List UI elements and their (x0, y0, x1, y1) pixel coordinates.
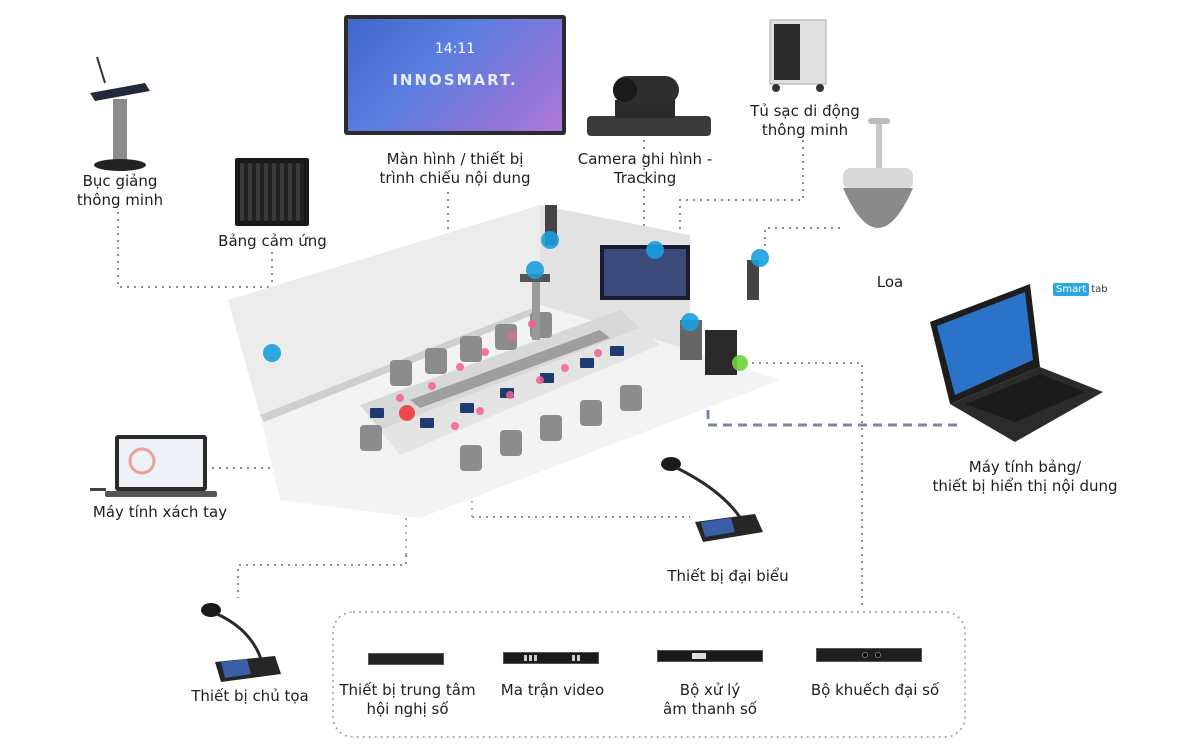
room-charging-cabinet (680, 320, 702, 360)
marker-delegates (396, 320, 602, 430)
conference-room-illustration (228, 205, 780, 518)
video-matrix-image (503, 652, 599, 664)
right-wall-speaker (747, 260, 759, 300)
conference-central-unit-image (368, 653, 444, 665)
display-clock: 14:11 (434, 41, 476, 57)
marker-touch-panel (263, 344, 281, 362)
speaker-label: Loa (876, 273, 904, 291)
table-laptops (370, 346, 624, 428)
marker-rack (732, 355, 748, 371)
marker-podium (526, 261, 544, 279)
delegate-unit-image (661, 457, 763, 542)
display-brand: INNOSMART. (392, 71, 518, 89)
charging-cabinet-label: Tủ sạc di động thông minh (750, 102, 860, 139)
rack-item-audio-processor: Bộ xử lý âm thanh số (663, 681, 757, 718)
touch-panel-label: Bảng cảm ứng (218, 232, 327, 250)
left-wall (228, 205, 540, 415)
marker-cabinet (681, 313, 699, 331)
rack-item-digital-amplifier: Bộ khuếch đại số (810, 681, 940, 699)
markers (263, 231, 769, 430)
smart-podium-image (90, 56, 150, 171)
rack-item-video-matrix: Ma trận video (500, 681, 605, 699)
chairs (360, 312, 642, 471)
chairman-unit-image (201, 603, 281, 682)
laptop-image (90, 435, 217, 497)
delegate-unit-label: Thiết bị đại biểu (667, 567, 789, 585)
marker-camera (646, 241, 664, 259)
display-label: Màn hình / thiết bị trình chiếu nội dung (379, 150, 531, 187)
marker-speaker-right (751, 249, 769, 267)
interactive-display-image: 14:11 INNOSMART. (344, 15, 566, 135)
marker-speaker-left (541, 231, 559, 249)
tablet-label: Máy tính bảng/ thiết bị hiển thị nội dun… (932, 458, 1118, 495)
floor (260, 305, 780, 518)
audio-processor-image (657, 650, 763, 662)
chairman-unit-label: Thiết bị chủ tọa (191, 687, 309, 705)
touch-panel-image (235, 158, 309, 226)
equipment-rack (705, 330, 737, 375)
digital-amplifier-image (816, 648, 922, 662)
podium-label: Bục giảng thông minh (76, 172, 164, 209)
tracking-camera-image (587, 76, 711, 136)
camera-label: Camera ghi hình - Tracking (577, 150, 713, 187)
room-podium (532, 280, 540, 340)
rack-item-conference-central: Thiết bị trung tâm hội nghị số (339, 681, 476, 718)
marker-chairman (399, 405, 415, 421)
ceiling-speaker-image (843, 118, 913, 228)
laptop-label: Máy tính xách tay (92, 503, 228, 521)
tablet-image (930, 284, 1103, 442)
charging-cabinet-image (769, 19, 827, 92)
chairman-connection (237, 555, 407, 598)
